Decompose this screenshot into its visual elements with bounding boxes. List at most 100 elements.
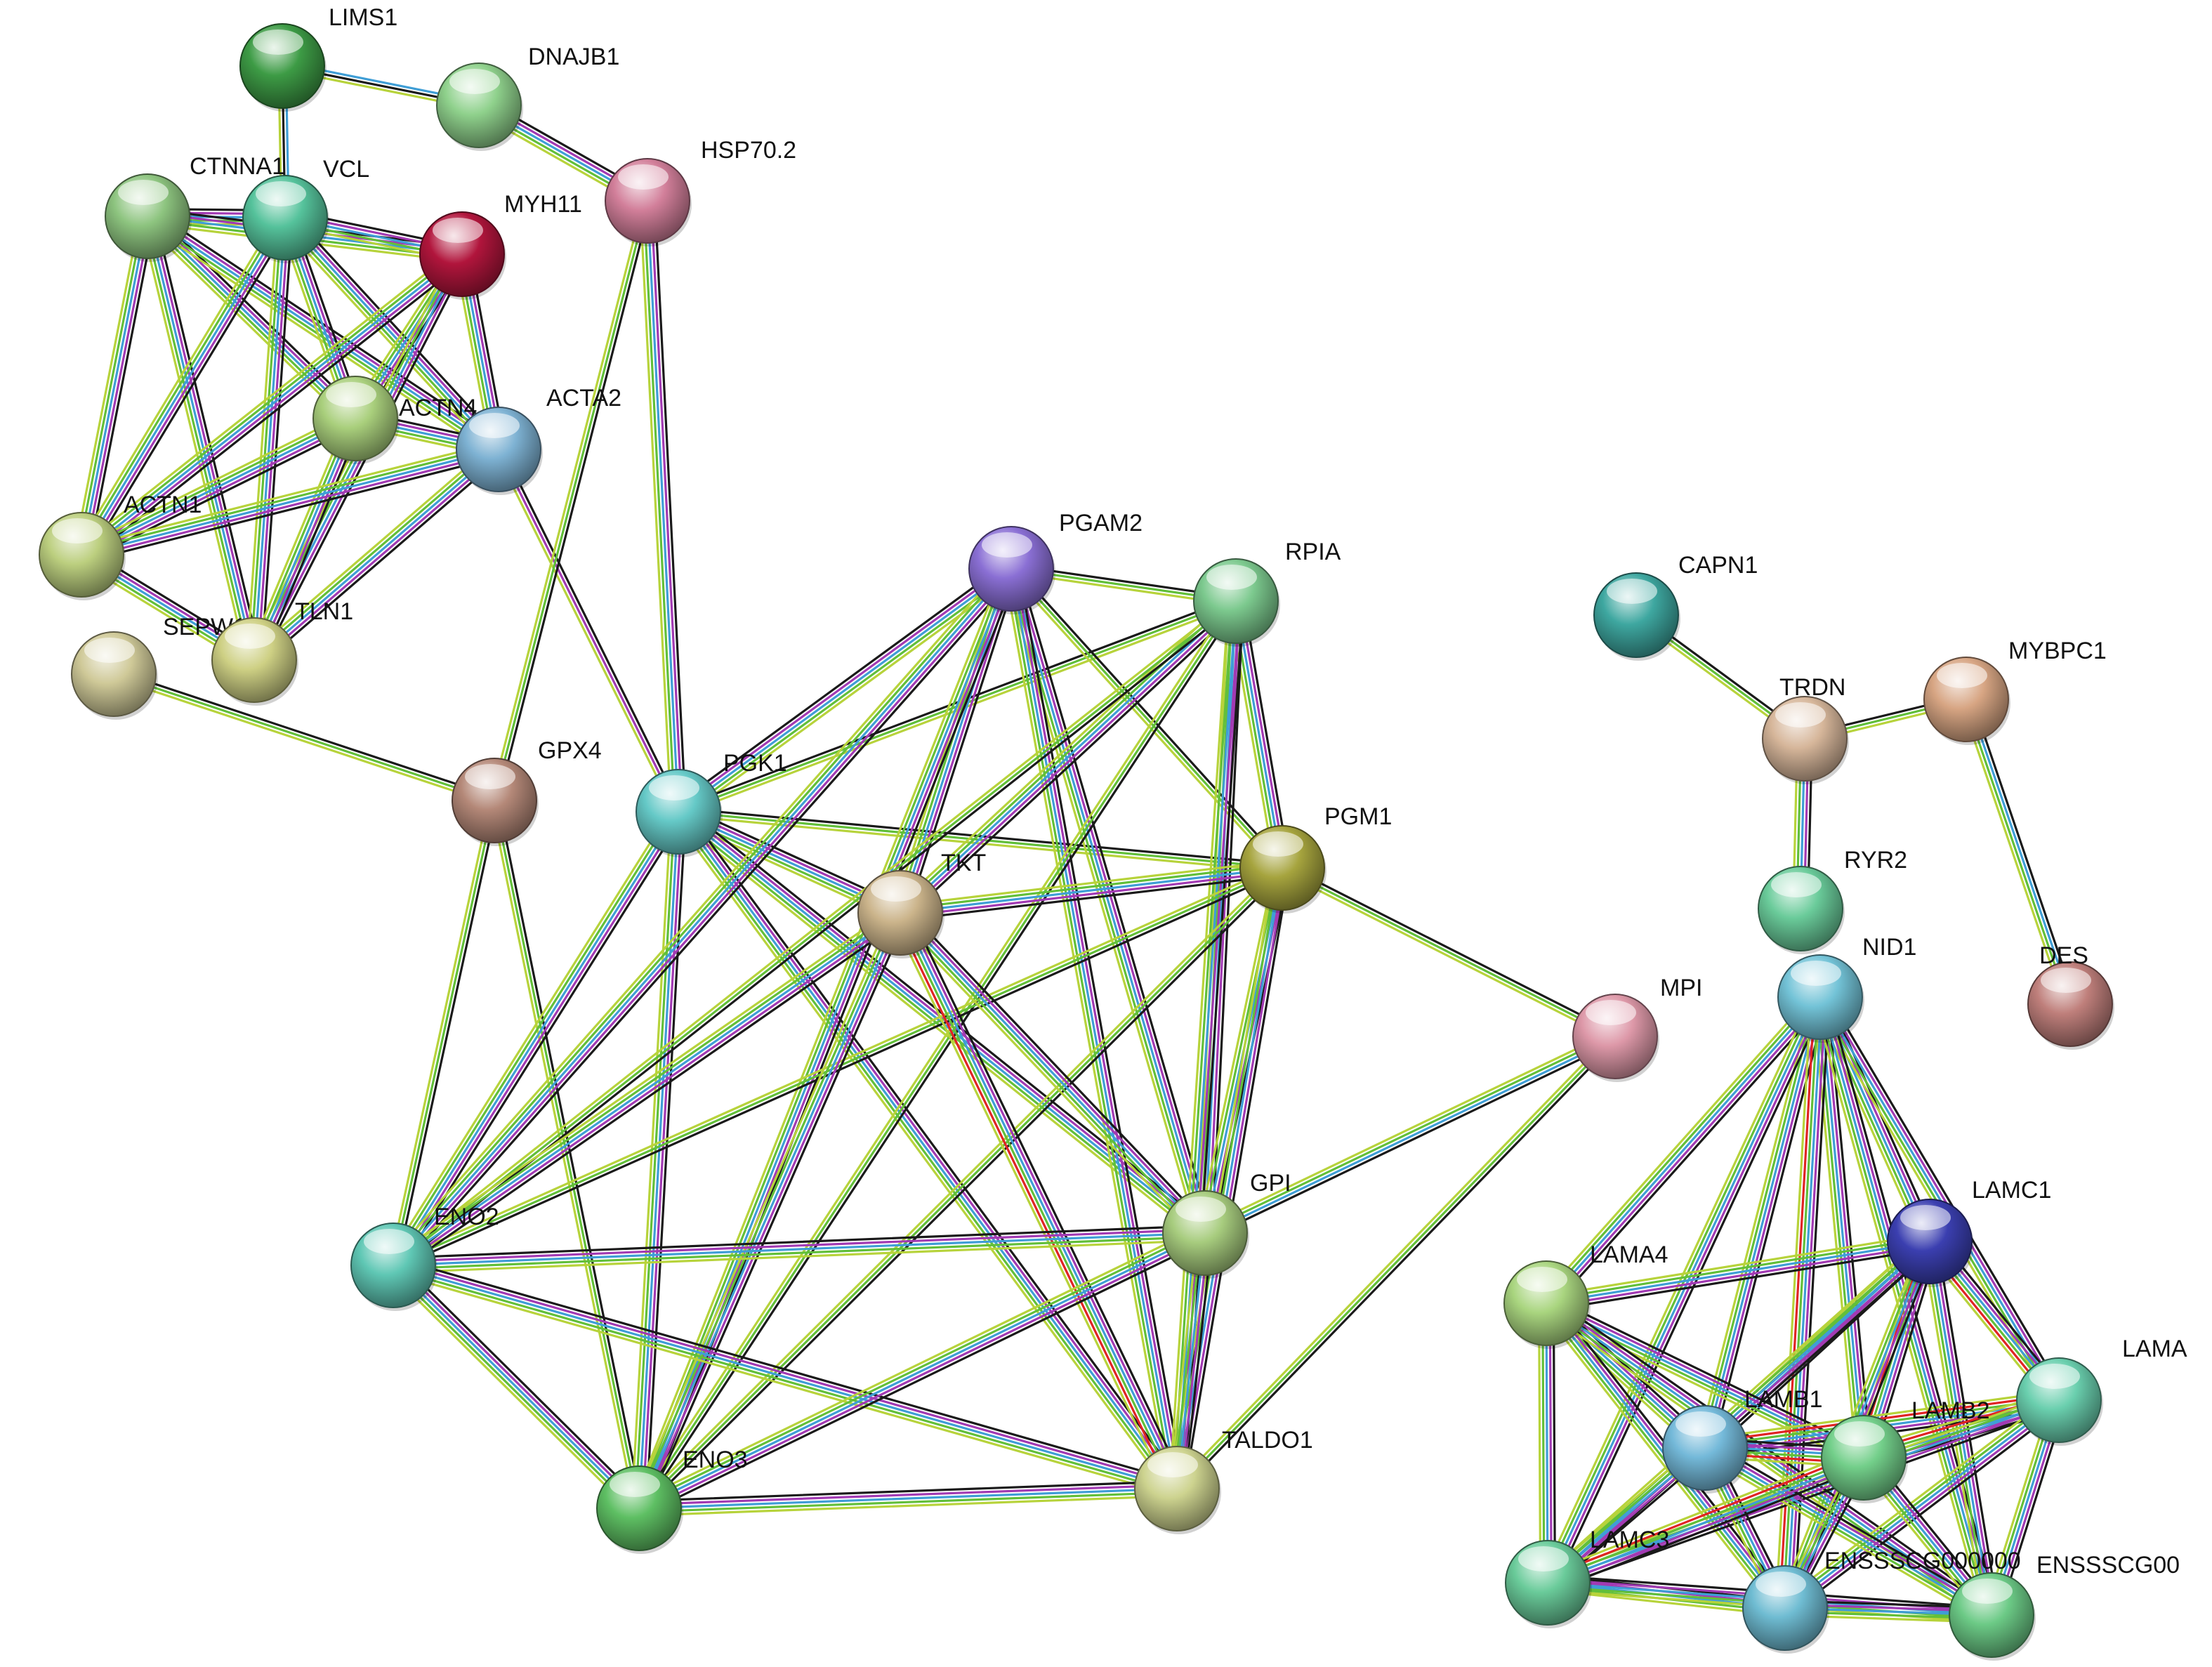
node-rpia[interactable]: RPIA (1193, 539, 1341, 647)
node-lama4[interactable]: LAMA4 (1503, 1241, 1668, 1349)
node-highlight (1607, 579, 1657, 604)
node-lamc1[interactable]: LAMC1 (1887, 1177, 2051, 1287)
edge-strand (640, 869, 1286, 1513)
node-highlight (469, 413, 520, 438)
node-capn1[interactable]: CAPN1 (1593, 552, 1758, 661)
node-taldo1[interactable]: TALDO1 (1134, 1427, 1313, 1534)
node-label: LAMA4 (1590, 1241, 1668, 1268)
node-acta2[interactable]: ACTA2 (456, 385, 621, 495)
node-eno2[interactable]: ENO2 (350, 1204, 499, 1311)
edge-strand (389, 1267, 638, 1513)
node-gpx4[interactable]: GPX4 (452, 737, 602, 846)
edge-strand (677, 810, 1178, 1490)
edge-strand (641, 913, 905, 1511)
edge-strand (1546, 1454, 1864, 1583)
node-mpi[interactable]: MPI (1572, 975, 1702, 1082)
edge-strand (1541, 1234, 1926, 1579)
node-highlight (1586, 1000, 1636, 1025)
edge-strand (683, 806, 1184, 1486)
edge-strand (397, 1259, 645, 1505)
node-vcl[interactable]: VCL (242, 156, 369, 263)
edge-strand (394, 1257, 1180, 1483)
node-hsp70-2[interactable]: HSP70.2 (605, 137, 796, 246)
node-des[interactable]: DES (2027, 942, 2114, 1050)
edge-strand (631, 565, 1006, 1507)
edge-strand (1548, 1243, 1934, 1587)
edge-LAMA-ENSSSCG_A (1779, 1393, 2065, 1615)
node-mybpc1[interactable]: MYBPC1 (1923, 638, 2107, 745)
node-highlight (1147, 1452, 1198, 1477)
node-highlight (1517, 1267, 1567, 1292)
edge-strand (86, 220, 293, 560)
node-lims1[interactable]: LIMS1 (239, 4, 397, 112)
edge-strand (260, 217, 294, 662)
node-trdn[interactable]: TRDN (1762, 674, 1849, 784)
node-highlight (1937, 663, 1987, 688)
edge-strand (144, 218, 498, 454)
edge-strand (1539, 1306, 1781, 1614)
edge-strand (79, 444, 499, 553)
node-highlight (465, 764, 515, 789)
edge-strand (904, 909, 1183, 1488)
edge-strand (80, 215, 149, 556)
node-pgk1[interactable]: PGK1 (636, 750, 787, 857)
node-highlight (1834, 1421, 1885, 1447)
edge-strand (1544, 1237, 1930, 1301)
edge-strand (1547, 1299, 1995, 1614)
edge-PGAM2-TALDO1 (1003, 566, 1185, 1491)
node-label: RPIA (1285, 539, 1341, 565)
edge-strand (253, 448, 500, 661)
node-label: MYH11 (504, 191, 582, 218)
node-label: NID1 (1862, 934, 1916, 961)
edge-strand (112, 673, 496, 802)
node-tln1[interactable]: TLN1 (211, 598, 353, 706)
edge-strand (256, 216, 290, 661)
edge-strand (1013, 567, 1182, 1489)
node-ryr2[interactable]: RYR2 (1758, 847, 1907, 954)
node-pgam2[interactable]: PGAM2 (968, 510, 1143, 614)
edge-strand (83, 218, 290, 558)
edge-strand (392, 810, 680, 1267)
edge-strand (258, 454, 505, 667)
edge-HSP70.2-GPX4 (489, 199, 652, 803)
edge-strand (1282, 863, 1618, 1034)
node-lama[interactable]: LAMA (2016, 1336, 2187, 1446)
edge-strand (278, 221, 494, 456)
node-tkt[interactable]: TKT (857, 850, 986, 958)
node-label: ACTA2 (546, 385, 621, 411)
edge-strand (386, 562, 1007, 1262)
edge-LAMA4-ENSSSCG_A (1539, 1297, 1792, 1614)
edge-strand (246, 414, 350, 659)
node-enssscg-b[interactable]: ENSSSCG00 (1949, 1552, 2180, 1661)
edge-strand (638, 1494, 1178, 1517)
edge-strand (1207, 600, 1241, 1234)
node-ctnna1[interactable]: CTNNA1 (105, 153, 285, 262)
node-dnajb1[interactable]: DNAJB1 (436, 44, 619, 151)
node-label: GPI (1250, 1170, 1291, 1197)
node-lamc3[interactable]: LAMC3 (1505, 1527, 1669, 1628)
node-nid1[interactable]: NID1 (1777, 934, 1916, 1043)
node-label: LAMA (2122, 1336, 2187, 1362)
node-actn1[interactable]: ACTN1 (39, 492, 202, 600)
node-lamb1[interactable]: LAMB1 (1662, 1386, 1823, 1494)
node-gpi[interactable]: GPI (1162, 1170, 1291, 1279)
node-enssscg-a[interactable]: ENSSSCG000000 (1742, 1548, 2021, 1654)
edge-strand (77, 411, 353, 550)
node-highlight (1676, 1411, 1726, 1437)
edge-strand (1546, 1240, 1931, 1584)
node-pgm1[interactable]: PGM1 (1239, 803, 1392, 914)
edge-strand (391, 1225, 1206, 1260)
edge-strand (643, 199, 676, 813)
node-myh11[interactable]: MYH11 (419, 191, 582, 300)
edge-strand (645, 810, 687, 1510)
edge-strand (1204, 1036, 1617, 1236)
edge-strand (1822, 994, 1935, 1241)
node-eno3[interactable]: ENO3 (596, 1447, 748, 1554)
node-actn4[interactable]: ACTN4 (312, 376, 477, 464)
edge-strand (1173, 1032, 1614, 1487)
edge-strand (1010, 567, 1284, 869)
node-lamb2[interactable]: LAMB2 (1821, 1397, 1990, 1503)
edge-strand (1538, 1302, 1542, 1584)
edge-strand (1197, 865, 1277, 1233)
edge-strand (1542, 1304, 1784, 1612)
